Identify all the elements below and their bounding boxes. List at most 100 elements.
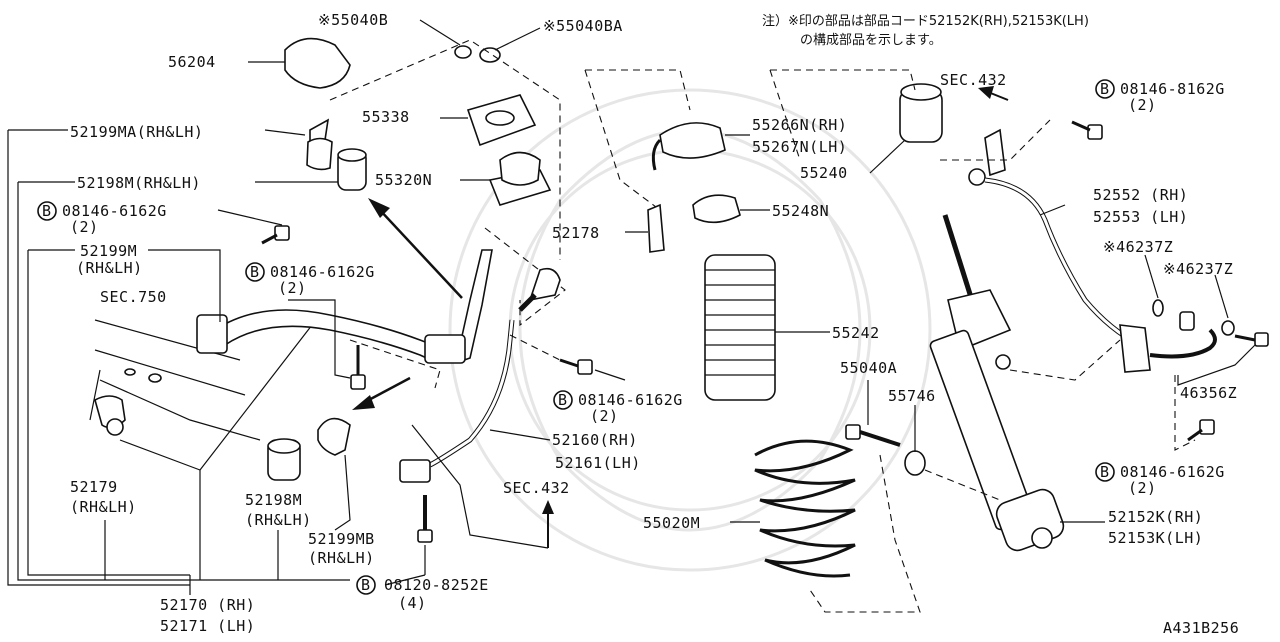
label-08146-mid: 08146-6162G [270, 263, 375, 281]
plate-55338 [440, 94, 537, 147]
bolt-marker-08120-text: B [361, 576, 371, 594]
label-55242: 55242 [832, 324, 880, 342]
washer-55040ba [479, 27, 541, 63]
bolt-marker-right-bot [1095, 462, 1115, 482]
label-46237z-a: ※46237Z [1103, 238, 1173, 256]
label-52179-a: 52179 [70, 478, 118, 496]
sec432-bottom-frame [411, 424, 554, 549]
nut-55040b [419, 19, 472, 59]
label-55267n: 55267N(LH) [752, 138, 847, 156]
bolt-08120 [384, 495, 433, 586]
bolt-marker-08120 [356, 575, 376, 595]
label-08146-left-qty: (2) [70, 218, 99, 236]
label-08146-right-top: 08146-8162G [1120, 80, 1225, 98]
label-52198m-top: 52198M(RH&LH) [77, 174, 201, 192]
coil-spring-55020m [730, 439, 921, 613]
label-55266n: 55266N(RH) [752, 116, 847, 134]
label-52199mb-a: 52199MB [308, 530, 375, 548]
bound-stopper-55240 [769, 69, 943, 174]
label-sec750: SEC.750 [100, 288, 167, 306]
bolt-08146-center [509, 334, 626, 381]
link-52552 [940, 119, 1217, 381]
label-55746: 55746 [888, 387, 936, 405]
bolt-08146-mid [288, 299, 441, 390]
footnote: 注）※印の部品は部品コード52152K(RH),52153K(LH) の構成部品… [762, 14, 1089, 48]
bolt-marker-mid-text: B [250, 263, 260, 281]
label-08146-center-qty: (2) [590, 407, 619, 425]
note-line-2: の構成部品を示します。 [800, 33, 942, 48]
washer-46237z-a [1144, 254, 1164, 317]
bushing-52198m-top [255, 148, 367, 191]
clamp-52199mb [317, 417, 351, 531]
label-46356z: 46356Z [1180, 384, 1237, 402]
bolt-marker-mid [245, 262, 265, 282]
label-52170: 52170 (RH) [160, 596, 255, 614]
label-08146-left: 08146-6162G [62, 202, 167, 220]
label-08120: 08120-8252E [384, 576, 489, 594]
label-55020m: 55020M [643, 514, 700, 532]
note-line-1: 注）※印の部品は部品コード52152K(RH),52153K(LH) [762, 14, 1089, 29]
bolt-55040a [845, 380, 901, 447]
label-08120-qty: (4) [398, 594, 427, 612]
arrow-indicator-1 [368, 198, 463, 299]
label-52160: 52160(RH) [552, 431, 638, 449]
part-labels: ※55040B ※55040BA 56204 55338 52199MA(RH&… [37, 11, 1239, 637]
mount-dash-frame [329, 39, 566, 327]
bolt-08146-right-top [1071, 120, 1103, 140]
seat-55248n [692, 194, 770, 224]
label-08146-right-bot: 08146-6162G [1120, 463, 1225, 481]
brake-hose-52160 [399, 267, 561, 483]
clip-52199ma [264, 118, 333, 171]
stabilizer-bar [196, 249, 493, 364]
bolt-marker-right-top-text: B [1100, 80, 1110, 98]
label-52553: 52553 (LH) [1093, 208, 1188, 226]
bolt-marker-right-bot-text: B [1100, 463, 1110, 481]
label-08146-right-top-qty: (2) [1128, 96, 1157, 114]
label-52171: 52171 (LH) [160, 617, 255, 635]
label-55338: 55338 [362, 108, 410, 126]
diagram-code: A431B256 [1163, 619, 1239, 637]
bushing-52198m-bottom [267, 438, 301, 481]
arrow-indicator-2 [352, 376, 411, 410]
label-52198m-a: 52198M [245, 491, 302, 509]
label-52199mb-b: (RH&LH) [308, 549, 375, 567]
mount-55320n [460, 151, 552, 206]
label-52552: 52552 (RH) [1093, 186, 1188, 204]
label-52199m-a: 52199M [80, 242, 137, 260]
label-52179-b: (RH&LH) [70, 498, 137, 516]
body-frame-sec750 [89, 319, 261, 471]
label-52198m-b: (RH&LH) [245, 511, 312, 529]
label-55320n: 55320N [375, 171, 432, 189]
label-52199m-b: (RH&LH) [76, 259, 143, 277]
label-55240: 55240 [800, 164, 848, 182]
bolt-marker-left [37, 201, 57, 221]
label-52161: 52161(LH) [555, 454, 641, 472]
label-55248n: 55248N [772, 202, 829, 220]
bolt-marker-right-top [1095, 79, 1115, 99]
label-08146-right-bot-qty: (2) [1128, 479, 1157, 497]
sec432-top-arrow [978, 86, 1009, 101]
label-52153k: 52153K(LH) [1108, 529, 1203, 547]
boot-55242 [704, 254, 830, 401]
bumper-52178 [625, 203, 665, 253]
bolt-marker-center [553, 390, 573, 410]
washer-55746 [904, 405, 1001, 501]
label-08146-center: 08146-6162G [578, 391, 683, 409]
left-bracket-lines [7, 129, 350, 595]
label-sec432-bottom: SEC.432 [503, 479, 570, 497]
cap-56204 [248, 37, 351, 89]
seat-55266n [651, 122, 750, 171]
bolt-marker-left-text: B [42, 202, 52, 220]
label-55040a: 55040A [840, 359, 897, 377]
label-52152k: 52152K(RH) [1108, 508, 1203, 526]
label-sec432-top: SEC.432 [940, 71, 1007, 89]
label-56204: 56204 [168, 53, 216, 71]
shock-absorber-52152k [929, 214, 1105, 552]
bolt-46356z [1177, 332, 1269, 386]
bolt-08146-left [217, 209, 290, 245]
label-55040ba: ※55040BA [543, 17, 623, 35]
bolt-08146-right-bot [1174, 375, 1215, 451]
part-52179 [94, 395, 126, 436]
